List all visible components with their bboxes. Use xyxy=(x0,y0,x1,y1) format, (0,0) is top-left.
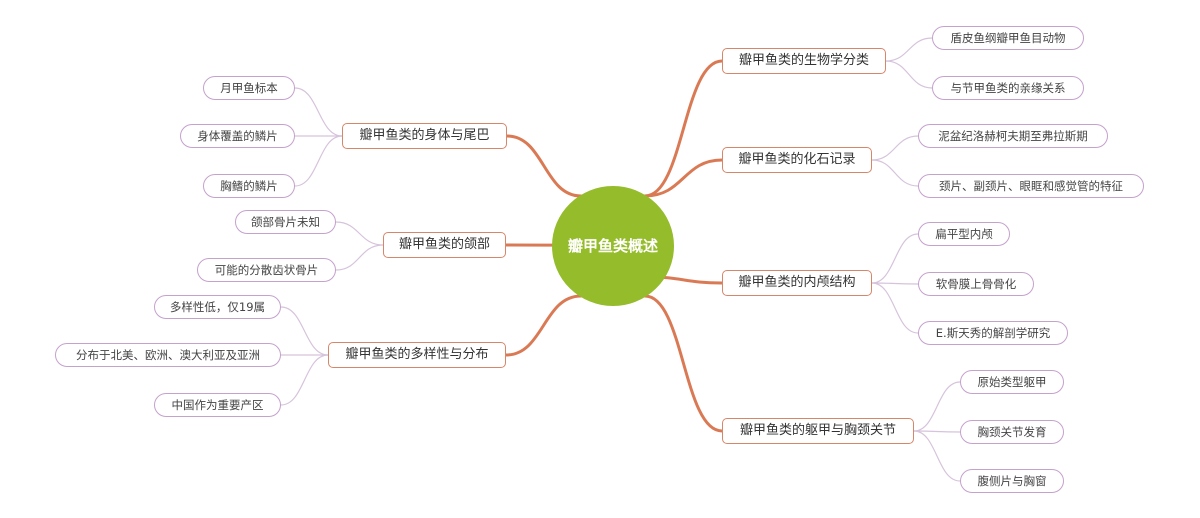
leaf-topic[interactable]: 月甲鱼标本 xyxy=(203,76,295,100)
leaf-connector xyxy=(335,221,384,246)
leaf-topic[interactable]: E.斯天秀的解剖学研究 xyxy=(918,321,1068,345)
branch-connector xyxy=(505,134,583,198)
branch-connector xyxy=(643,294,724,433)
leaf-topic[interactable]: 多样性低，仅19属 xyxy=(154,295,281,319)
leaf-topic[interactable]: 原始类型躯甲 xyxy=(960,370,1064,394)
leaf-topic[interactable]: 腹侧片与胸窗 xyxy=(960,469,1064,493)
leaf-topic[interactable]: 胸颈关节发育 xyxy=(960,420,1064,444)
leaf-topic[interactable]: 中国作为重要产区 xyxy=(154,393,281,417)
leaf-connector xyxy=(913,430,961,433)
branch-connector xyxy=(643,158,724,198)
branch-connector xyxy=(504,294,583,357)
leaf-connector xyxy=(871,282,919,285)
leaf-topic[interactable]: 胸鳍的鳞片 xyxy=(203,174,295,198)
branch-topic-endocranium[interactable]: 瓣甲鱼类的内颅结构 xyxy=(722,270,872,296)
leaf-topic[interactable]: 分布于北美、欧洲、澳大利亚及亚洲 xyxy=(55,343,281,367)
leaf-topic[interactable]: 软骨膜上骨骨化 xyxy=(918,272,1034,296)
leaf-connector xyxy=(335,244,384,271)
leaf-topic[interactable]: 与节甲鱼类的亲缘关系 xyxy=(932,76,1084,100)
leaf-connector xyxy=(913,430,961,482)
leaf-topic[interactable]: 扁平型内颅 xyxy=(918,222,1010,246)
leaf-topic[interactable]: 颌部骨片未知 xyxy=(235,210,336,234)
leaf-connector xyxy=(871,135,919,161)
branch-topic-body-and-tail[interactable]: 瓣甲鱼类的身体与尾巴 xyxy=(342,123,507,149)
branch-topic-trunk-armor[interactable]: 瓣甲鱼类的躯甲与胸颈关节 xyxy=(722,418,914,444)
leaf-connector xyxy=(871,159,919,187)
leaf-connector xyxy=(885,37,933,62)
leaf-topic[interactable]: 身体覆盖的鳞片 xyxy=(180,124,295,148)
leaf-connector xyxy=(913,381,961,432)
branch-topic-diversity-and-distribution[interactable]: 瓣甲鱼类的多样性与分布 xyxy=(328,342,506,368)
center-topic[interactable]: 瓣甲鱼类概述 xyxy=(552,186,674,306)
leaf-connector xyxy=(871,233,919,284)
branch-topic-jaw[interactable]: 瓣甲鱼类的颌部 xyxy=(383,232,506,258)
leaf-connector xyxy=(280,306,329,356)
branch-topic-biological-classification[interactable]: 瓣甲鱼类的生物学分类 xyxy=(722,48,886,74)
leaf-connector xyxy=(294,135,343,187)
branch-topic-fossil-record[interactable]: 瓣甲鱼类的化石记录 xyxy=(722,147,872,173)
leaf-connector xyxy=(871,282,919,334)
leaf-topic[interactable]: 泥盆纪洛赫柯夫期至弗拉斯期 xyxy=(918,124,1108,148)
leaf-connector xyxy=(280,354,329,406)
leaf-topic[interactable]: 盾皮鱼纲瓣甲鱼目动物 xyxy=(932,26,1084,50)
leaf-topic[interactable]: 颈片、副颈片、眼眶和感觉管的特征 xyxy=(918,174,1144,198)
leaf-topic[interactable]: 可能的分散齿状骨片 xyxy=(197,258,336,282)
leaf-connector xyxy=(885,60,933,89)
leaf-connector xyxy=(294,87,343,137)
branch-connector xyxy=(643,59,724,198)
